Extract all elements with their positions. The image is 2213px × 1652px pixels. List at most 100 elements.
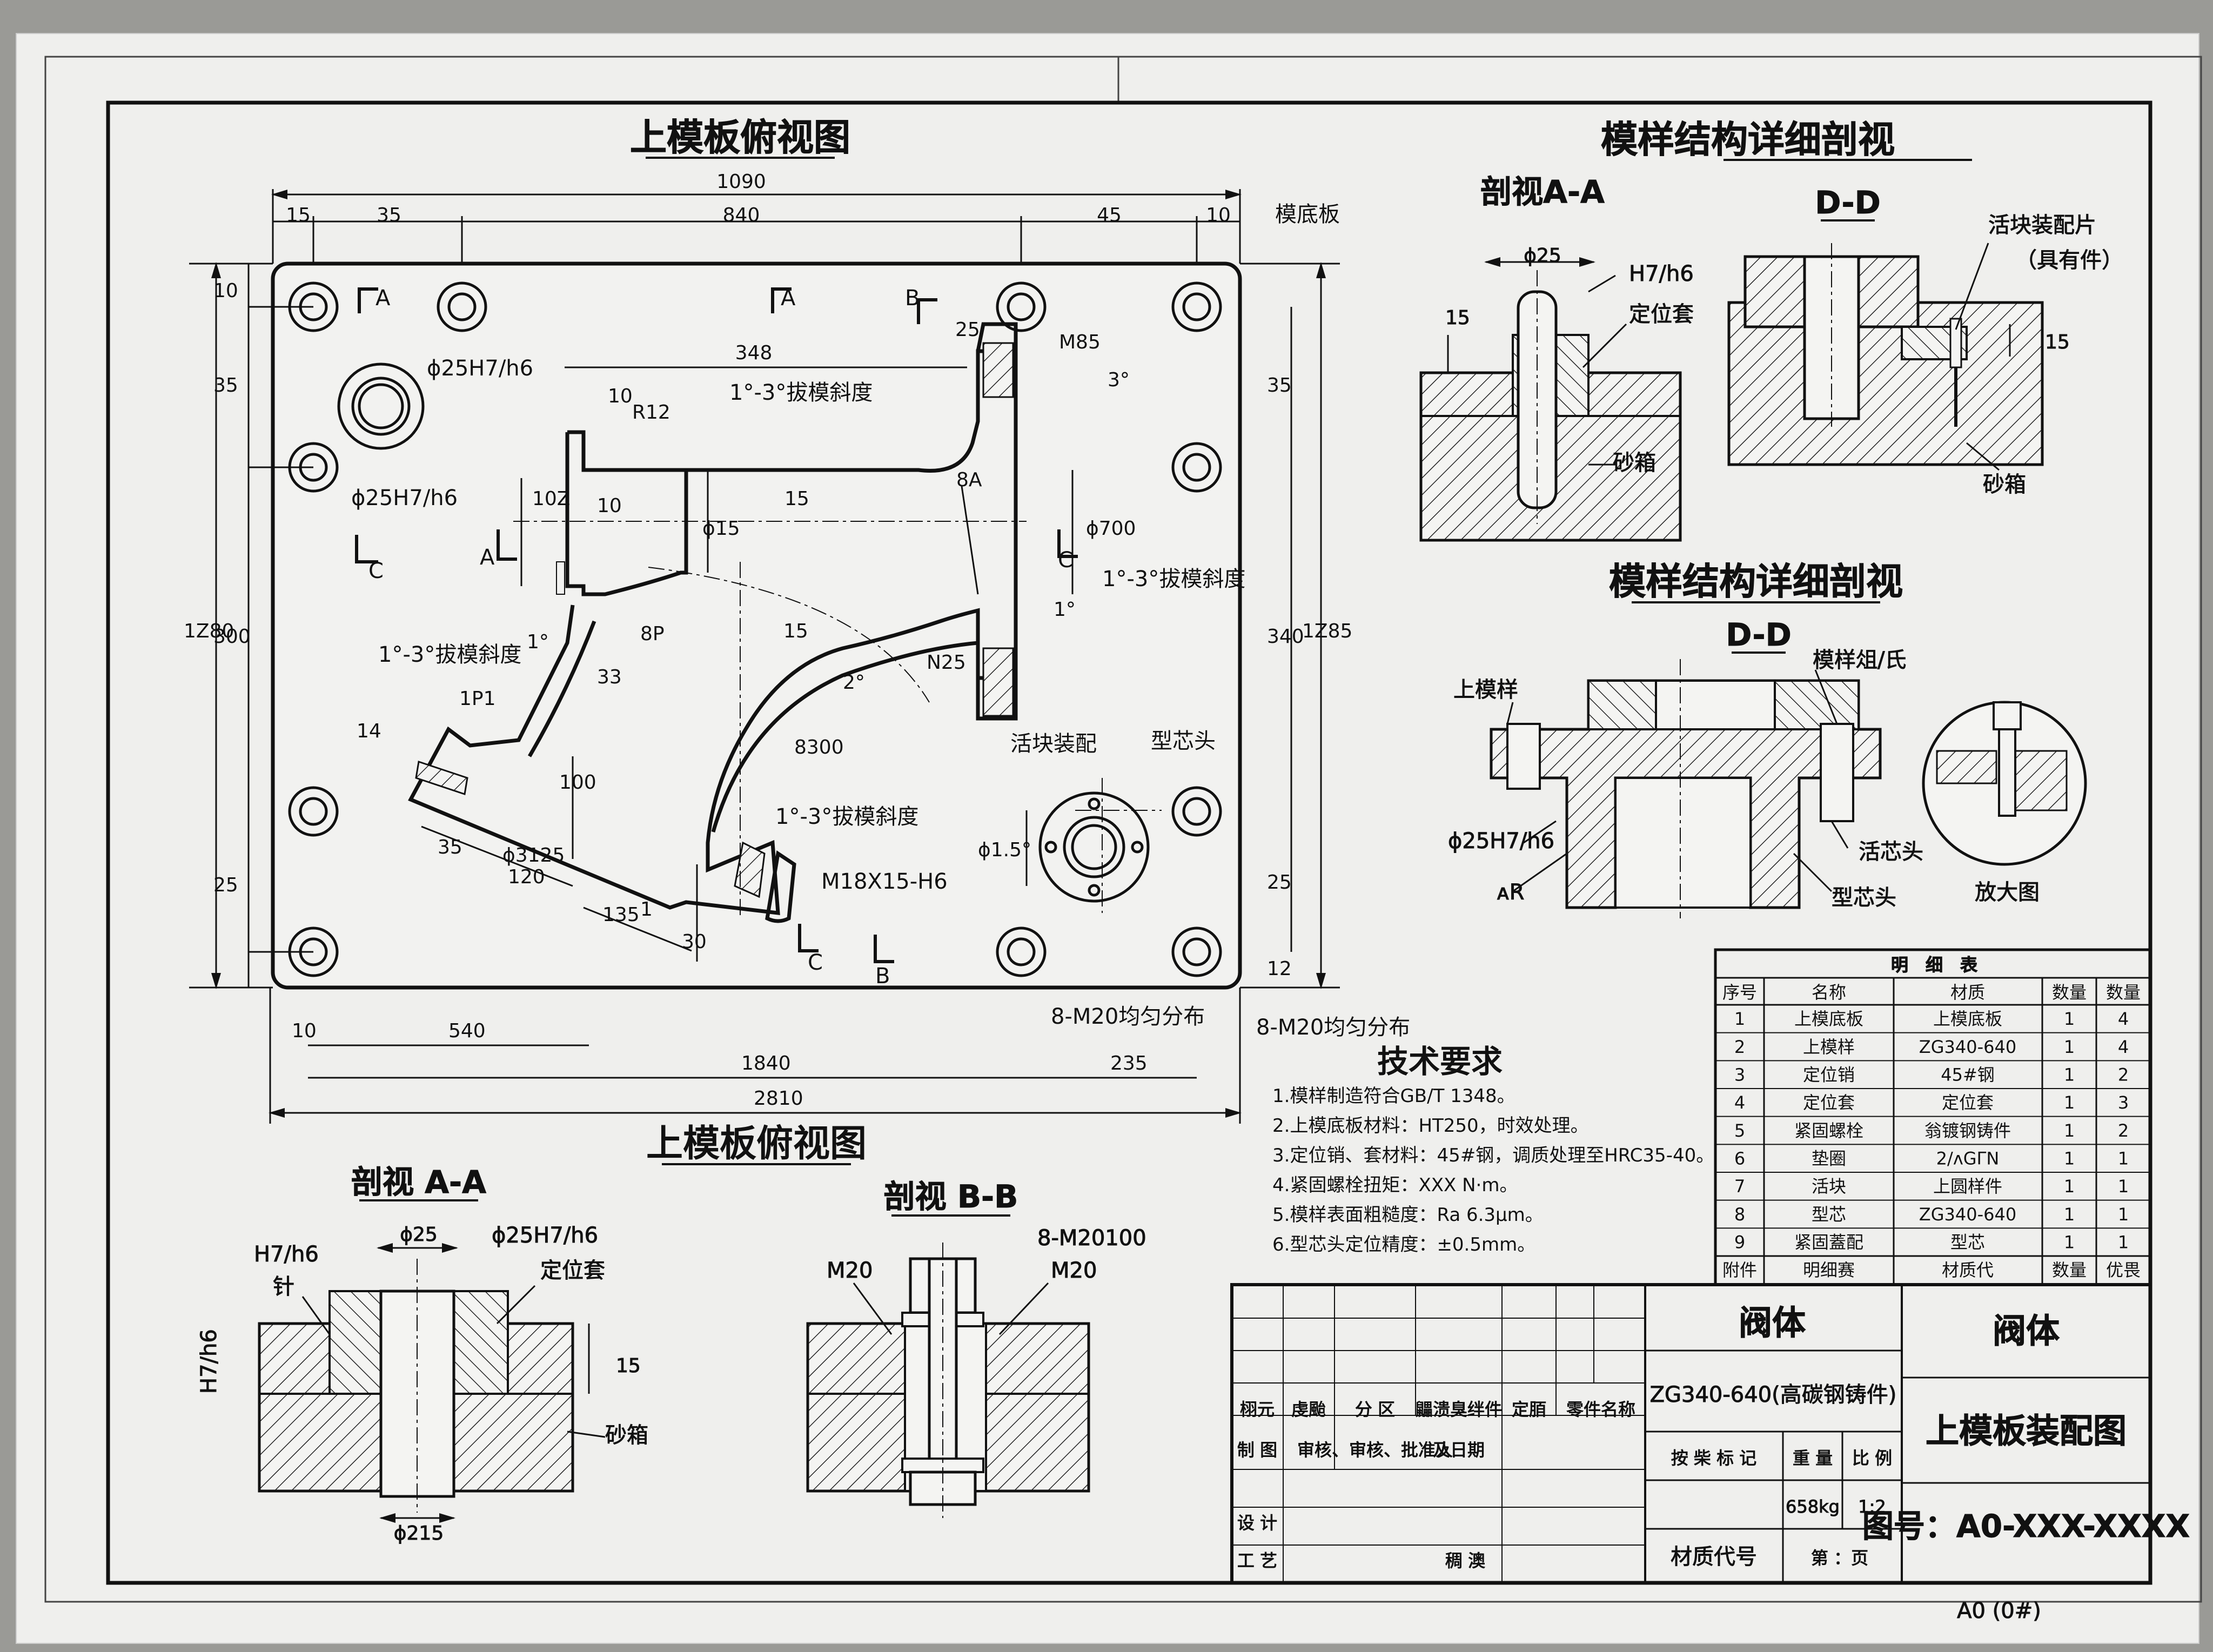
dim-N25: N25 <box>927 652 966 674</box>
bom-cell: 紧固螺栓 <box>1794 1120 1863 1141</box>
bom-cell: 6 <box>1734 1149 1745 1169</box>
bom-cell: 1 <box>1734 1009 1745 1029</box>
cut-A1: A <box>375 286 391 311</box>
aab-phi215: ϕ215 <box>394 1522 444 1544</box>
title-drawing-name: 上模板装配图 <box>1926 1411 2127 1450</box>
bom-cell: 定位套 <box>1803 1092 1855 1113</box>
bolts-label-2: 8-M20均匀分布 <box>1256 1015 1410 1040</box>
dim-bot-1840: 1840 <box>741 1052 791 1075</box>
title-scale-lbl: 比 例 <box>1852 1448 1892 1468</box>
dd-mid-title: D-D <box>1726 616 1791 653</box>
bom-cell: 2 <box>1734 1037 1745 1057</box>
bom-cell: 45#钢 <box>1941 1065 1995 1085</box>
dim-30: 30 <box>682 931 707 953</box>
cut-B2: B <box>875 964 890 989</box>
dim-phi3125: ϕ3125 <box>502 844 565 867</box>
bom-cell: 上模底板 <box>1794 1009 1863 1029</box>
tb-r2-c3: 及日期 <box>1433 1440 1485 1460</box>
dim-348: 348 <box>735 342 773 364</box>
detail-title-1: 模样结构详细剖视 <box>1601 119 1895 162</box>
cut-B1: B <box>905 286 920 311</box>
bom-cell: 垫圈 <box>1812 1149 1846 1169</box>
bom-cell: 上模底板 <box>1933 1009 2002 1029</box>
dim-left-1Z80: 1Z80 <box>184 620 234 642</box>
cut-C1: C <box>368 559 384 583</box>
sheet-size: A0 (0#) <box>1957 1599 2041 1623</box>
draft-label-1: 1°-3°拔模斜度 <box>729 380 873 405</box>
base-plate-label: 模底板 <box>1275 202 1340 227</box>
bom-cell: 型芯 <box>1950 1232 1985 1253</box>
dim-bot-235: 235 <box>1110 1052 1148 1075</box>
bom-cell: 3 <box>2118 1092 2129 1113</box>
aa-sleeve: 定位套 <box>1629 302 1694 327</box>
dim-phi15v: ϕ1.5° <box>978 839 1031 861</box>
bom-cell: 1 <box>2064 1037 2075 1057</box>
tech-line-2: 2.上模底板材料：HT250，时效处理。 <box>1272 1115 1589 1137</box>
title-weight: 658kg <box>1786 1496 1840 1517</box>
bom-header-cell: 名称 <box>1812 982 1846 1003</box>
aab-pin: 针 <box>273 1274 294 1299</box>
bom-cell: 1 <box>2118 1149 2129 1169</box>
dim-1090: 1090 <box>716 171 766 193</box>
dim-35b: 35 <box>438 836 462 858</box>
cut-A2: A <box>781 286 796 311</box>
dim-1deg-b: 1° <box>1054 599 1076 621</box>
dim-right-12: 12 <box>1267 958 1292 980</box>
bb-m20c: 8-M20100 <box>1037 1226 1146 1251</box>
bom-cell: 2/ᴧGΓN <box>1936 1149 2000 1169</box>
bom-cell: 2 <box>2118 1065 2129 1085</box>
draft-label-2: 1°-3°拔模斜度 <box>1102 567 1245 592</box>
bom-footer-cell: 附件 <box>1722 1260 1757 1280</box>
aab-flask: 砂箱 <box>605 1423 648 1448</box>
bolt-hole <box>1171 786 1222 837</box>
aab-phi25h: ϕ25H7/h6 <box>492 1223 598 1248</box>
draft-label-3: 1°-3°拔模斜度 <box>378 642 521 667</box>
bolt-hole <box>996 926 1047 977</box>
dim-phi700: ϕ700 <box>1086 518 1136 540</box>
dd-core-head: 活芯头 <box>1859 840 1923 864</box>
bom-cell: 1 <box>2118 1204 2129 1225</box>
dim-1P1: 1P1 <box>459 688 496 710</box>
dim-33: 33 <box>597 666 622 688</box>
dim-8P: 8P <box>640 623 665 645</box>
aa-d15: 15 <box>1445 307 1470 329</box>
dim-M85: M85 <box>1059 331 1101 353</box>
tb-r1-c1: 栩元 <box>1240 1399 1275 1420</box>
dim-M18: M18X15-H6 <box>821 869 948 894</box>
aa-h7h6: H7/h6 <box>1629 261 1694 286</box>
bb-m20b: M20 <box>1051 1258 1097 1283</box>
dim-left-25: 25 <box>213 874 238 896</box>
dim-135: 135 <box>602 904 640 926</box>
dim-right-340: 340 <box>1267 626 1304 648</box>
dim-10: 10 <box>1206 204 1231 226</box>
base-plate <box>271 261 1242 990</box>
title-block: 阀体 ZG340-640(高碳钢铸件) 阀体 上模板装配图 图号：A0-XXX-… <box>1230 1283 2190 1624</box>
dim-10b: 10 <box>608 385 633 407</box>
tech-requirements: 技术要求 1.模样制造符合GB/T 1348。 2.上模底板材料：HT250，时… <box>1272 1043 1714 1255</box>
dd-phi25: ϕ25H7/h6 <box>1448 829 1554 854</box>
bom-cell: ZG340-640 <box>1919 1037 2016 1057</box>
dim-phi15: ϕ15 <box>702 518 740 540</box>
dd-pattern-group: 模样俎/氏 <box>1813 648 1906 673</box>
dd-d15: 15 <box>2045 331 2070 353</box>
tech-line-3: 3.定位销、套材料：45#钢，调质处理至HRC35-40。 <box>1272 1145 1714 1166</box>
bom-cell: 8 <box>1734 1204 1745 1225</box>
aab-h7h6v: H7/h6 <box>197 1329 222 1394</box>
dd-upper-pattern: 上模样 <box>1453 677 1518 702</box>
section-aa-right: 模样结构详细剖视 剖视A-A ϕ25 H7/h6 定位套 15 砂箱 <box>1419 119 1972 542</box>
dim-bot-540: 540 <box>448 1020 486 1042</box>
dim-2deg: 2° <box>843 671 865 694</box>
dd-flask: 砂箱 <box>1983 472 2026 497</box>
bom-cell: 定位销 <box>1803 1065 1855 1085</box>
bom-cell: 上模样 <box>1803 1037 1855 1057</box>
tb-r1-c5: 定脜 <box>1512 1399 1546 1420</box>
bom-footer-cell: 明细赛 <box>1803 1260 1855 1280</box>
title-material: ZG340-640(高碳钢铸件) <box>1650 1382 1897 1407</box>
cut-A3: A <box>480 545 495 570</box>
tb-r1-c4: 鼺溃臭绊件 <box>1416 1399 1502 1420</box>
title-weight-lbl: 重 量 <box>1793 1448 1833 1468</box>
section-aa-title: 剖视A-A <box>1480 173 1605 210</box>
title-scale: 1:2 <box>1858 1496 1886 1517</box>
bom-cell: 活块 <box>1812 1176 1846 1197</box>
dd-enlarge: 放大图 <box>1975 880 2040 905</box>
